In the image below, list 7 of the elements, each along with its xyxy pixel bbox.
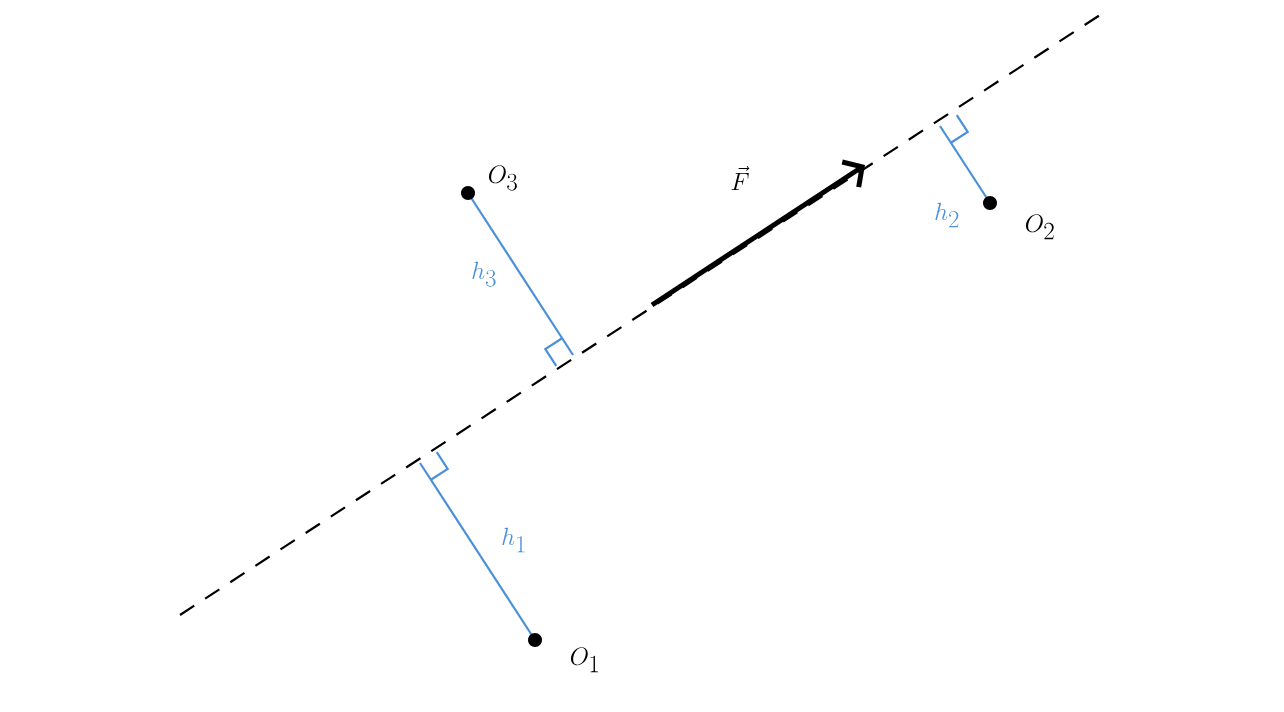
point-label: $\vec{F}$ <box>731 166 750 190</box>
point-label: $O_1$ <box>571 647 598 673</box>
point-label: $O_2$ <box>1026 214 1054 240</box>
point-label: $h_1$ <box>502 527 525 553</box>
point-label: $h_3$ <box>472 261 496 287</box>
point-label: $h_2$ <box>935 202 959 228</box>
point-label: $O_3$ <box>489 165 517 191</box>
